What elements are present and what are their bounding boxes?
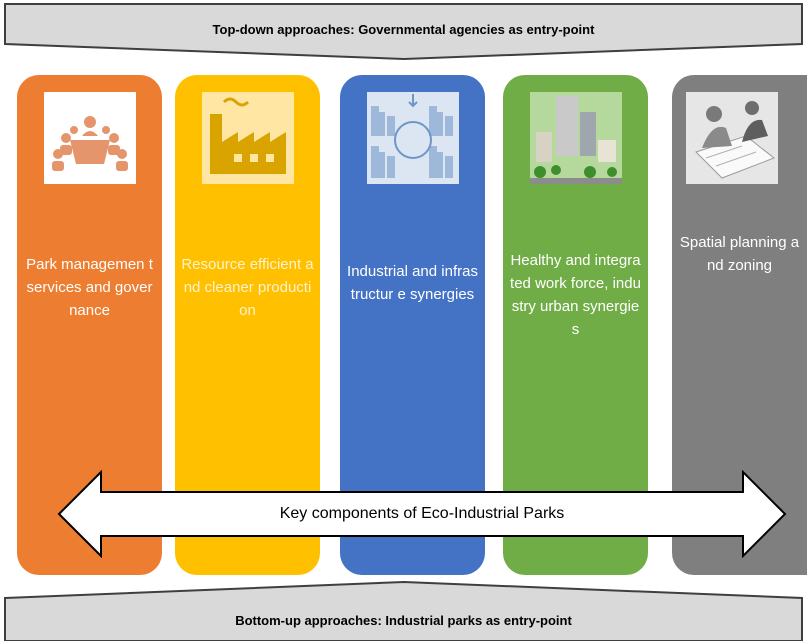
top-banner-shape (4, 3, 803, 60)
planning-icon (686, 92, 778, 184)
bottom-up-banner: Bottom-up approaches: Industrial parks a… (0, 580, 807, 641)
cycle-icon (367, 92, 459, 184)
key-components-arrow: Key components of Eco-Industrial Parks (55, 470, 789, 558)
bottom-banner-shape (4, 580, 803, 641)
top-banner-text: Top-down approaches: Governmental agenci… (212, 22, 595, 37)
city-icon (530, 92, 622, 184)
factory-icon (202, 92, 294, 184)
pillar-label: Resource efficient and cleaner productio… (181, 256, 314, 319)
pillar-label: Industrial and infrastructur e synergies (347, 263, 478, 303)
pillar-label: Spatial planning and zoning (679, 234, 800, 274)
double-arrow-shape (57, 470, 787, 558)
meeting-icon (44, 92, 136, 184)
pillar-label: Healthy and integrated work force, indus… (510, 252, 641, 338)
bottom-banner-text: Bottom-up approaches: Industrial parks a… (235, 613, 572, 628)
key-components-label: Key components of Eco-Industrial Parks (279, 505, 565, 522)
top-down-banner: Top-down approaches: Governmental agenci… (0, 0, 807, 60)
pillar-label: Park managemen t services and governance (26, 256, 153, 319)
